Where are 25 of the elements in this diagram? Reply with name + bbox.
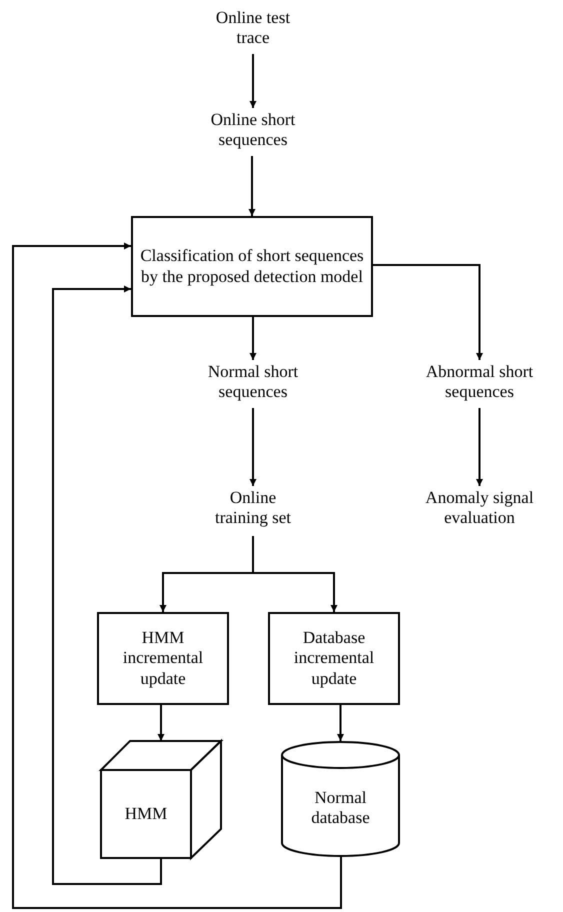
arrow	[52, 286, 162, 885]
arrow	[250, 408, 256, 486]
flow-text: Normal short sequences	[206, 362, 300, 402]
flow-text: Online training set	[214, 488, 292, 528]
box-label: Classification of short sequences by the proposed detection model	[140, 246, 364, 287]
arrow	[12, 242, 342, 909]
arrow	[250, 54, 256, 108]
arrow	[373, 264, 483, 360]
process-box	[97, 612, 229, 705]
arrow	[248, 156, 256, 216]
flow-text: Anomaly signal evaluation	[424, 488, 535, 528]
cylinder-label: Normal database	[310, 786, 371, 828]
arrow	[476, 408, 483, 486]
arrow	[337, 705, 344, 741]
box-label: Database incremental update	[292, 628, 376, 690]
arrow	[252, 536, 338, 612]
process-box	[131, 216, 373, 317]
arrow	[250, 317, 256, 360]
process-box	[268, 612, 400, 705]
flow-text: Online short sequences	[210, 110, 296, 150]
arrow	[158, 705, 164, 741]
box-label: HMM incremental update	[122, 628, 204, 690]
flow-text: Abnormal short sequences	[424, 362, 534, 402]
flow-text: Online test trace	[214, 8, 292, 48]
cube-label: HMM	[124, 802, 168, 824]
